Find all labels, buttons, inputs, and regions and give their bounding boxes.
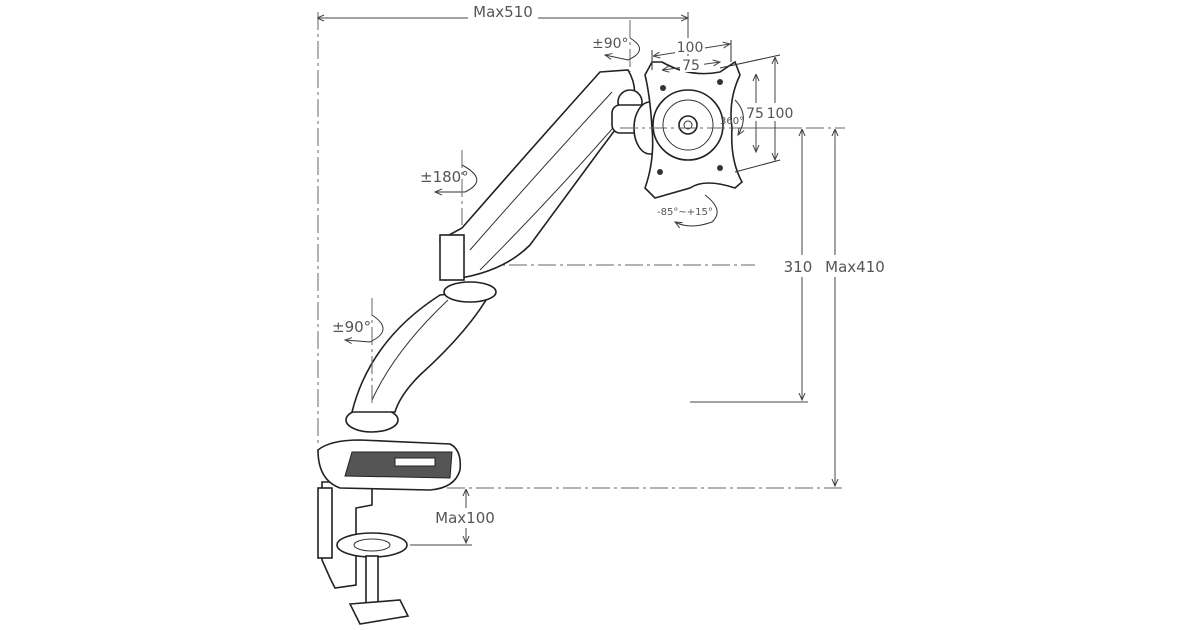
- vesa-inner-v-label: 75: [746, 106, 764, 122]
- height-max-label: Max410: [825, 258, 885, 276]
- tilt-label: -85°~+15°: [657, 207, 713, 218]
- angle-annotations: ±90° 360° -85°~+15° ±180° ±90°: [332, 20, 744, 405]
- max-reach-dimension: Max510: [318, 3, 688, 445]
- monitor-head: [611, 60, 800, 199]
- lower-arm: [350, 281, 497, 413]
- head-swivel-label: ±90°: [592, 36, 629, 52]
- vesa-dimensions: 100 75 75 100: [651, 38, 800, 173]
- max-reach-label: Max510: [473, 3, 533, 21]
- base-swivel-label: ±90°: [332, 318, 371, 336]
- clamp-max-label: Max100: [435, 509, 495, 527]
- elbow-swivel-label: ±180°: [420, 168, 469, 186]
- vesa-inner-h-label: 75: [682, 58, 700, 74]
- desk-clamp: [317, 481, 410, 625]
- height-dimensions: 310 Max410: [360, 127, 890, 489]
- vesa-outer-v-label: 100: [767, 106, 794, 122]
- rotation-label: 360°: [720, 116, 744, 127]
- height-310-label: 310: [784, 258, 813, 276]
- arm-base: [317, 407, 462, 491]
- clamp-dimension: Max100: [410, 490, 497, 546]
- vesa-outer-h-label: 100: [677, 40, 704, 56]
- upper-arm: [439, 69, 636, 281]
